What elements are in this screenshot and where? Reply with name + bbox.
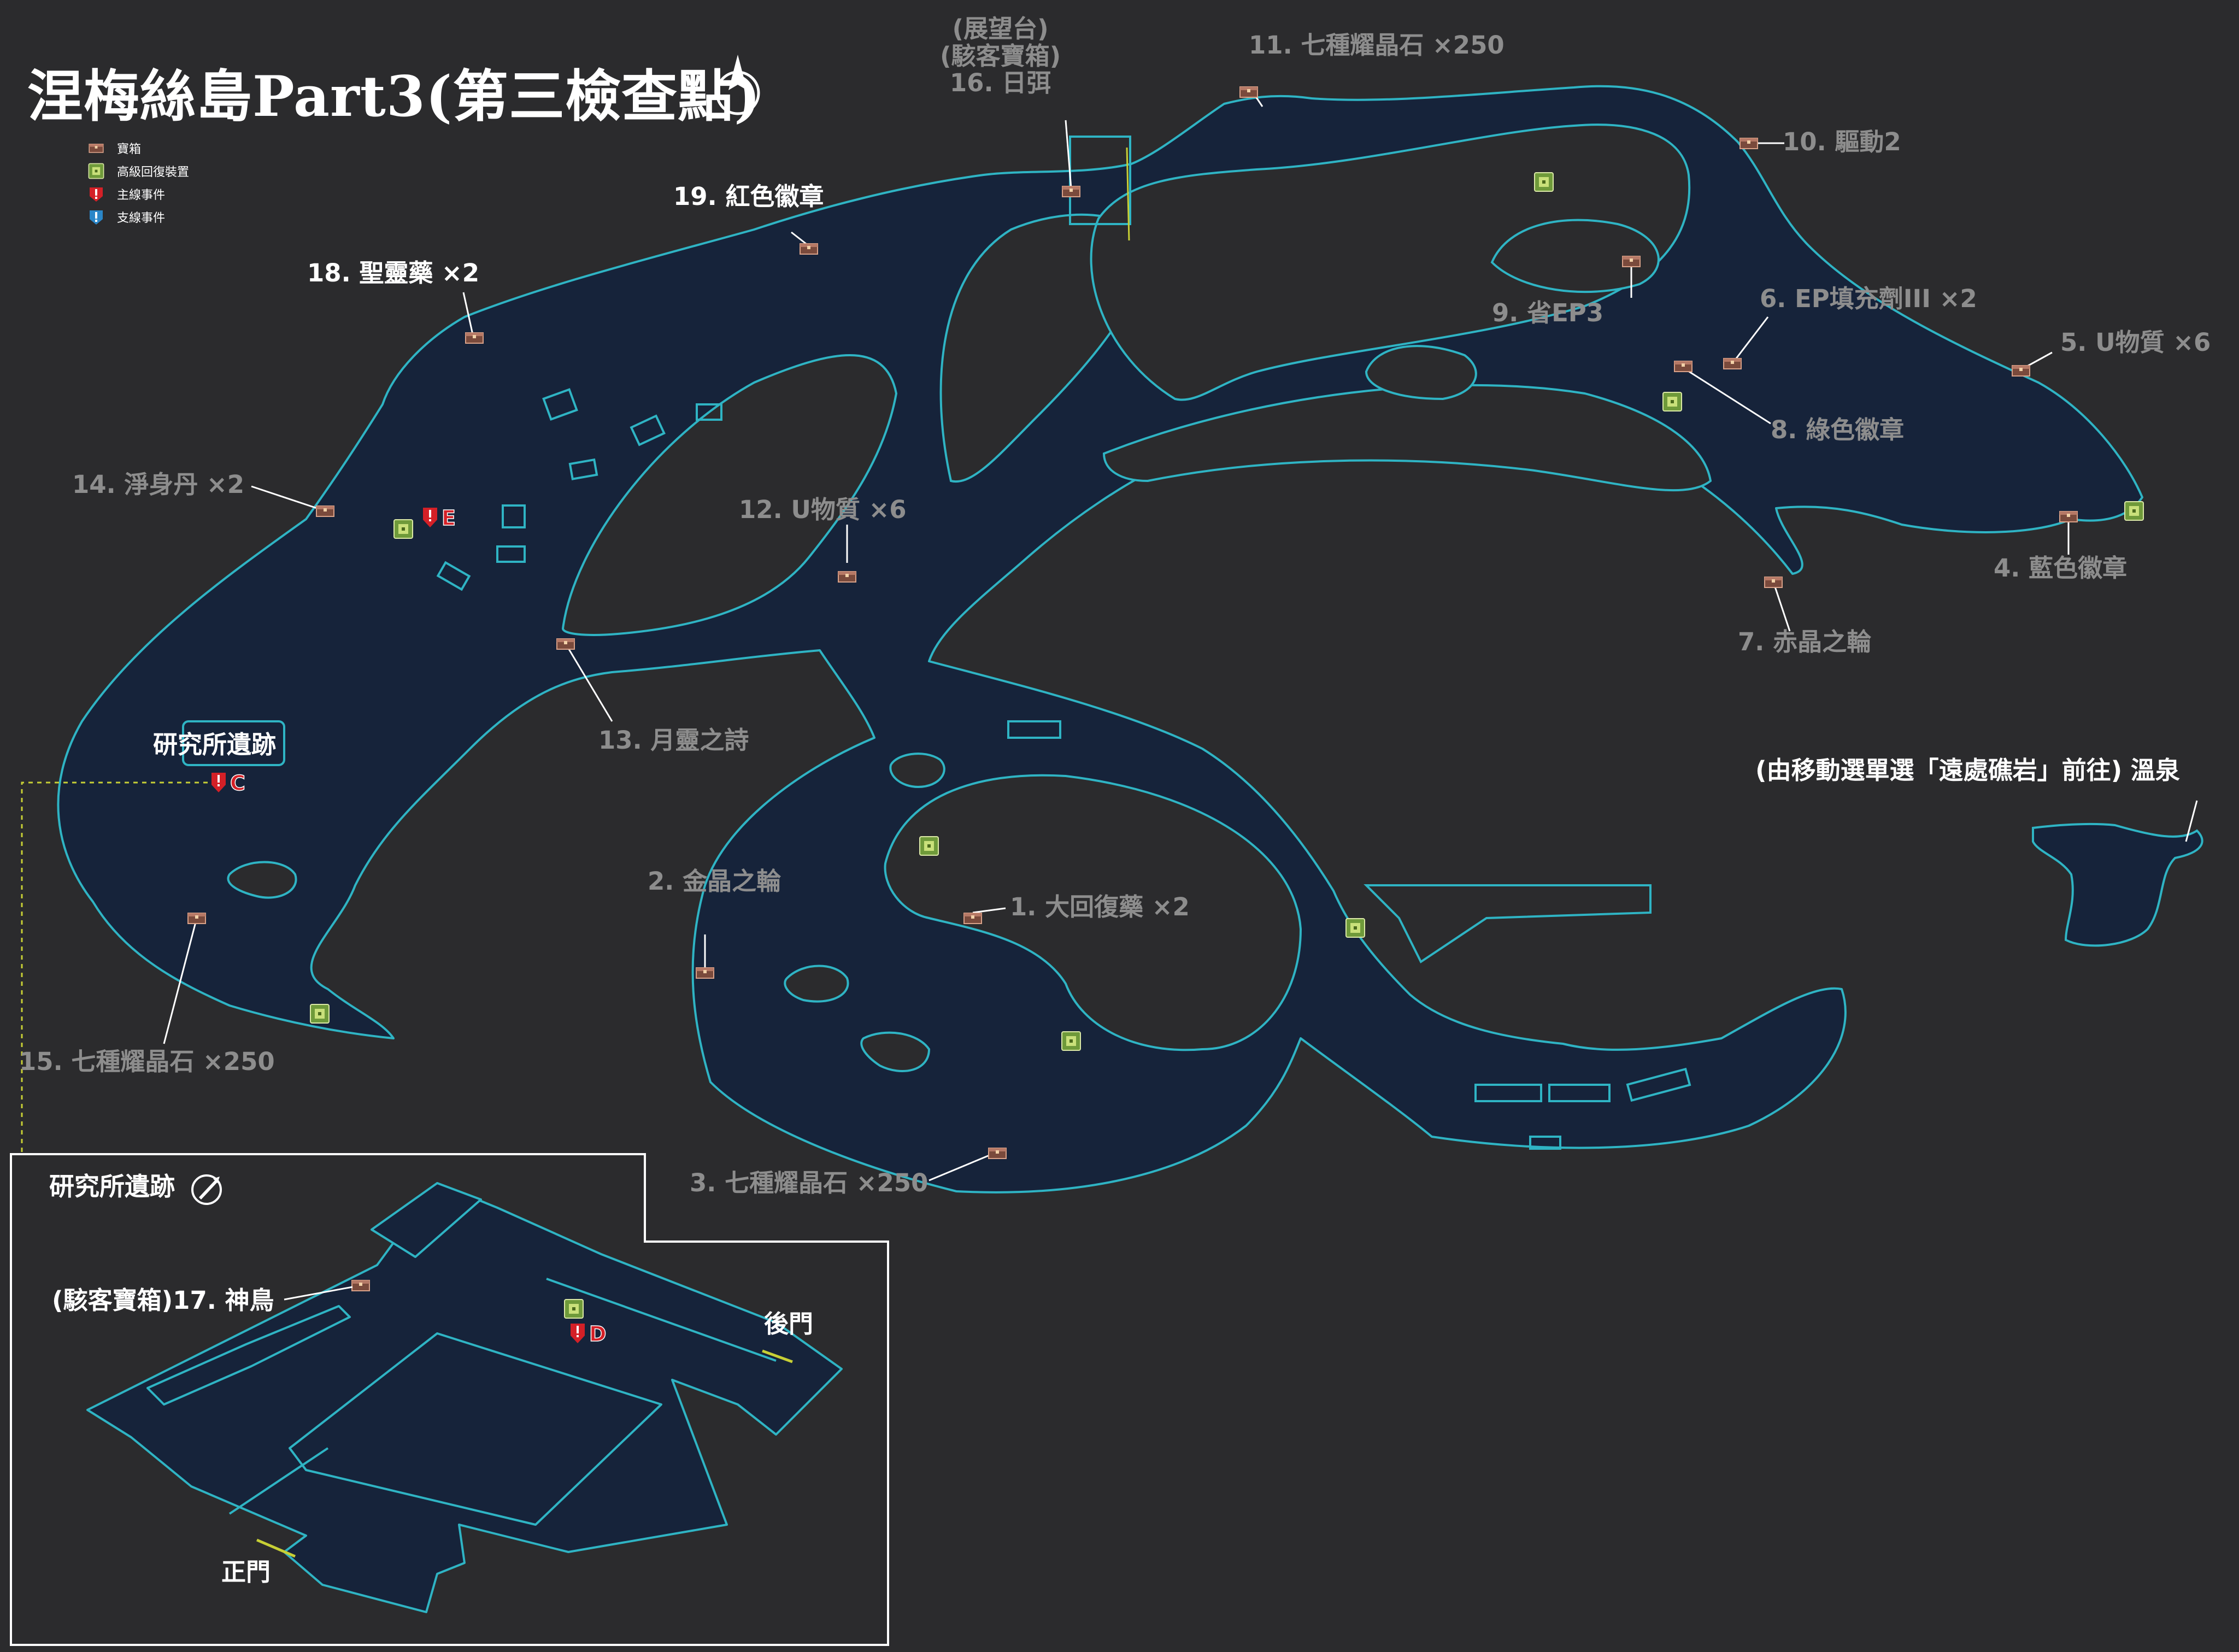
- treasure-chest-icon: [89, 143, 104, 153]
- rocket-icon: [191, 1174, 222, 1205]
- main-event-marker-D[interactable]: D: [569, 1321, 608, 1348]
- label-loc9: 9. 省EP3: [1492, 298, 1604, 327]
- label-loc8: 8. 綠色徽章: [1771, 415, 1905, 444]
- main-event-marker-E[interactable]: E: [422, 505, 460, 532]
- label-loc19: 19. 紅色徽章: [673, 182, 824, 211]
- legend-item-main-event: 主線事件: [87, 183, 189, 205]
- legend-item-side-event: 支線事件: [87, 205, 189, 228]
- label-loc15: 15. 七種耀晶石 ×250: [19, 1047, 275, 1076]
- label-loc16: (展望台) (駭客寶箱) 16. 日弭: [940, 15, 1061, 97]
- legend-item-recovery: 高級回復裝置: [87, 160, 189, 183]
- lab-ruins-floorplan: [86, 1182, 843, 1613]
- event-letter-E: E: [442, 506, 456, 530]
- map-title: 涅梅絲島Part3(第三檢查點): [27, 64, 761, 130]
- label-loc3: 3. 七種耀晶石 ×250: [690, 1168, 928, 1197]
- label-back-gate: 後門: [764, 1309, 814, 1338]
- label-loc10: 10. 驅動2: [1783, 127, 1901, 156]
- main-event-icon: [90, 187, 103, 202]
- map-rooms: [182, 136, 1691, 1150]
- inset-chest[interactable]: [351, 1280, 370, 1291]
- label-loc1: 1. 大回復藥 ×2: [1010, 892, 1190, 921]
- north-arrow-icon: N: [715, 55, 760, 115]
- main-island: [57, 85, 2143, 1194]
- label-loc14: 14. 淨身丹 ×2: [72, 470, 245, 499]
- inset-recovery-device[interactable]: [564, 1299, 584, 1319]
- legend-label: 寶箱: [117, 143, 142, 156]
- label-loc12: 12. U物質 ×6: [739, 495, 907, 524]
- label-loc16-line3: 16. 日弭: [949, 68, 1051, 97]
- leader-lines: [163, 90, 2198, 1181]
- inset-title: 研究所遺跡: [49, 1167, 227, 1205]
- legend-label: 主線事件: [117, 189, 166, 202]
- label-loc13: 13. 月靈之詩: [598, 726, 749, 755]
- label-loc11: 11. 七種耀晶石 ×250: [1249, 31, 1505, 60]
- recovery-device-icon: [88, 163, 104, 179]
- label-lab-ruins: 研究所遺跡: [153, 730, 277, 759]
- legend: 寶箱 高級回復裝置 主線事件 支線事件: [87, 137, 189, 228]
- event-letter-C: C: [230, 771, 245, 795]
- label-loc6: 6. EP填充劑III ×2: [1760, 284, 1977, 313]
- label-loc5: 5. U物質 ×6: [2060, 328, 2211, 357]
- label-front-gate: 正門: [221, 1557, 271, 1586]
- side-event-icon: [90, 210, 103, 225]
- label-loc2: 2. 金晶之輪: [648, 867, 781, 896]
- hot-spring-island: [2032, 822, 2203, 947]
- map-holes: [227, 124, 1712, 1072]
- legend-label: 支線事件: [117, 211, 166, 225]
- compass-letter: N: [732, 94, 744, 110]
- label-loc7: 7. 赤晶之輪: [1738, 627, 1872, 656]
- label-loc17: (駭客寶箱)17. 神鳥: [52, 1286, 274, 1315]
- legend-item-chest: 寶箱: [87, 137, 189, 160]
- main-event-marker-C[interactable]: C: [210, 771, 249, 797]
- event-letter-D: D: [589, 1322, 607, 1346]
- label-loc4: 4. 藍色徽章: [1994, 554, 2128, 583]
- label-hot-spring: (由移動選單選「遠處礁岩」前往) 溫泉: [1755, 756, 2180, 785]
- label-loc16-line1: (展望台): [952, 14, 1049, 43]
- label-loc18: 18. 聖靈藥 ×2: [307, 258, 480, 287]
- legend-label: 高級回復裝置: [117, 166, 190, 179]
- label-loc16-line2: (駭客寶箱): [940, 41, 1061, 70]
- inset-title-text: 研究所遺跡: [49, 1172, 175, 1201]
- inset-leader-line: [284, 1286, 353, 1301]
